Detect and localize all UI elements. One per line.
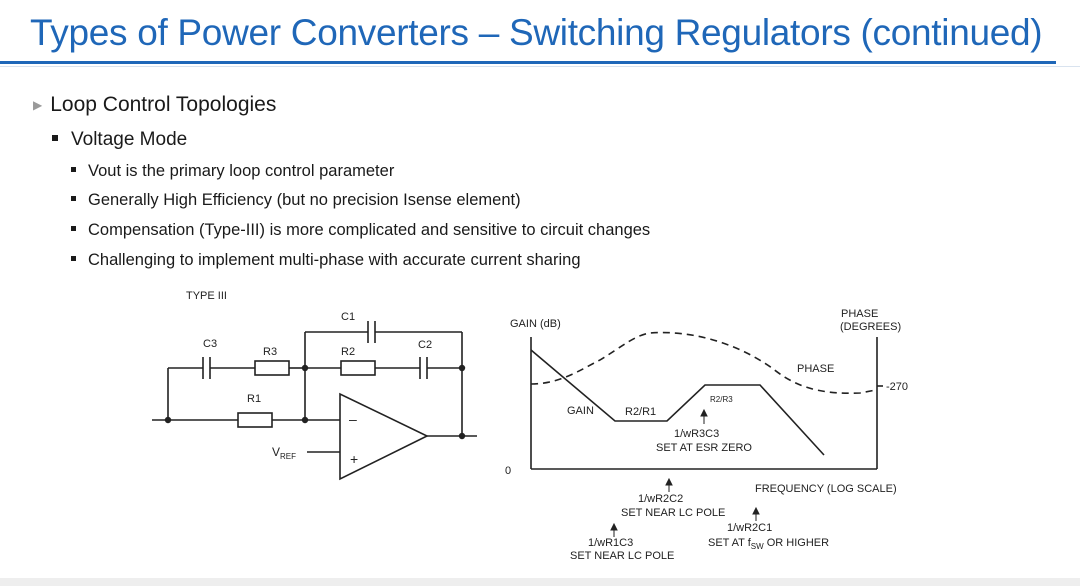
r2r3-label: R2/R3 <box>710 395 733 404</box>
gain-curve <box>530 349 825 456</box>
r1c3-annotation-line1: 1/wR1C3 <box>588 537 633 549</box>
arrow-up-icon <box>700 408 708 417</box>
bullet-level3: Vout is the primary loop control paramet… <box>71 162 394 181</box>
r1-resistor <box>237 412 273 428</box>
gain-curve-label: GAIN <box>567 405 594 417</box>
bullet-level3-text: Vout is the primary loop control paramet… <box>88 162 395 180</box>
junction-dot <box>458 364 466 372</box>
schematic-nodes <box>164 364 466 440</box>
square-bullet-icon <box>52 135 58 141</box>
opamp-inverting-sign: – <box>349 411 357 427</box>
phase-axis-label-2: (DEGREES) <box>840 321 901 333</box>
title-underline <box>0 61 1056 64</box>
compensation-figure: TYPE III C1 C2 C3 R1 R2 R3 VREF – + GAIN… <box>152 290 908 562</box>
r3c3-annotation-line1: 1/wR3C3 <box>674 428 719 440</box>
bullet-level3-text: Generally High Efficiency (but no precis… <box>88 191 521 209</box>
bullet-level1-text: Loop Control Topologies <box>50 93 277 116</box>
triangle-bullet-icon: ▶ <box>33 98 43 112</box>
r2-resistor <box>340 360 376 376</box>
frequency-axis-label: FREQUENCY (LOG SCALE) <box>755 483 897 495</box>
bode-plot <box>530 331 883 470</box>
r3-label: R3 <box>263 346 277 358</box>
bullet-level3: Challenging to implement multi-phase wit… <box>71 251 581 270</box>
vref-label: VREF <box>272 445 296 461</box>
square-bullet-icon <box>71 196 76 201</box>
square-bullet-icon <box>71 167 76 172</box>
square-bullet-icon <box>71 226 76 231</box>
op-amp-symbol <box>339 392 429 481</box>
schematic-title: TYPE III <box>186 290 227 302</box>
phase-axis-label-1: PHASE <box>841 308 878 320</box>
r2c2-annotation-line2: SET NEAR LC POLE <box>621 507 725 519</box>
slide-title: Types of Power Converters – Switching Re… <box>30 12 1043 53</box>
c2-label: C2 <box>418 339 432 351</box>
junction-dot <box>301 364 309 372</box>
r2c1-annotation-tail: OR HIGHER <box>764 537 829 549</box>
vref-label-sub: REF <box>280 452 296 461</box>
gain-axis-label: GAIN (dB) <box>510 318 561 330</box>
phase-curve-label: PHASE <box>797 363 834 375</box>
type3-schematic <box>152 321 477 481</box>
r2c2-annotation-line1: 1/wR2C2 <box>638 493 683 505</box>
bullet-level2: Voltage Mode <box>52 129 187 151</box>
r2c1-annotation-main: SET AT f <box>708 537 752 549</box>
title-underline-shadow <box>0 66 1080 67</box>
r2c1-annotation-line1: 1/wR2C1 <box>727 522 772 534</box>
r2r1-label: R2/R1 <box>625 406 656 418</box>
junction-dot <box>458 432 466 440</box>
bullet-level3: Generally High Efficiency (but no precis… <box>71 191 521 210</box>
r2c1-annotation-line2: SET AT fSW OR HIGHER <box>708 537 829 551</box>
r3c3-annotation-line2: SET AT ESR ZERO <box>656 442 752 454</box>
opamp-noninverting-sign: + <box>350 451 358 467</box>
bullet-level3-text: Compensation (Type-III) is more complica… <box>88 221 651 239</box>
phase-value-label: -270 <box>886 381 908 393</box>
zero-label: 0 <box>505 465 511 477</box>
r3-resistor <box>254 360 290 376</box>
slide-bottom-edge <box>0 578 1080 586</box>
square-bullet-icon <box>71 256 76 261</box>
vref-label-main: V <box>272 445 280 459</box>
c3-label: C3 <box>203 338 217 350</box>
bullet-level1: ▶ Loop Control Topologies <box>33 93 276 117</box>
annotation-arrows <box>610 408 760 537</box>
c1-label: C1 <box>341 311 355 323</box>
bullet-level3: Compensation (Type-III) is more complica… <box>71 221 650 240</box>
phase-curve <box>530 331 877 395</box>
junction-dot <box>301 416 309 424</box>
bullet-level2-text: Voltage Mode <box>71 129 188 150</box>
bullet-level3-text: Challenging to implement multi-phase wit… <box>88 251 581 269</box>
r1-label: R1 <box>247 393 261 405</box>
arrow-up-icon <box>752 506 760 515</box>
arrow-up-icon <box>665 477 673 486</box>
r2c1-annotation-sub: SW <box>751 542 764 551</box>
arrow-up-icon <box>610 522 618 531</box>
r1c3-annotation-line2: SET NEAR LC POLE <box>570 550 674 562</box>
r2-label: R2 <box>341 346 355 358</box>
junction-dot <box>164 416 172 424</box>
